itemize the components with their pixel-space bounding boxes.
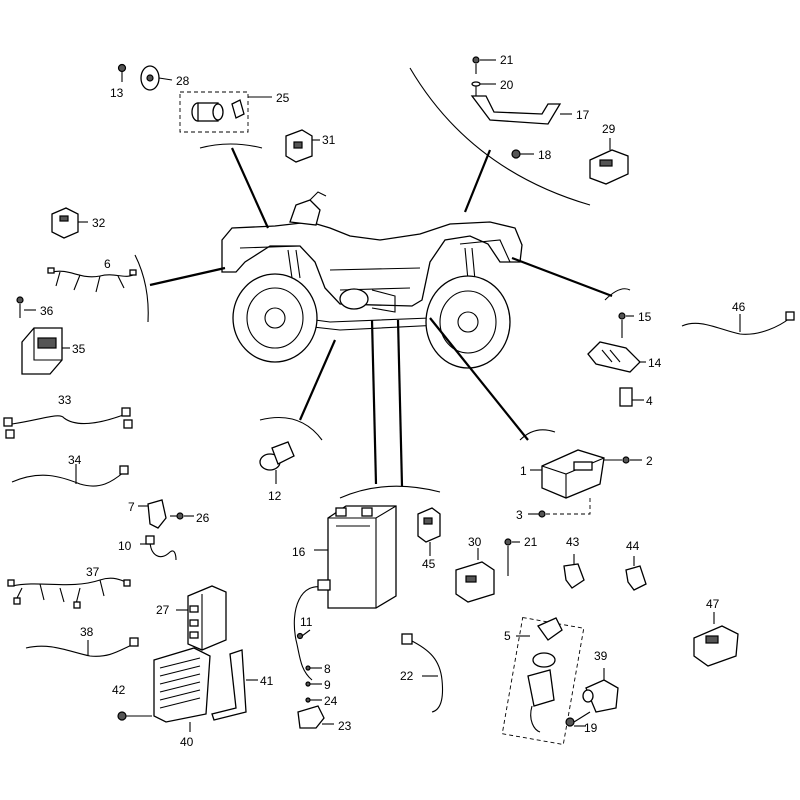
part-26-bolt — [170, 512, 194, 520]
part-11-battery-cable — [293, 579, 331, 681]
label-24: 24 — [324, 694, 338, 708]
label-2: 2 — [646, 454, 653, 468]
label-43: 43 — [566, 535, 580, 549]
label-34: 34 — [68, 453, 82, 467]
part-41-bracket — [211, 649, 258, 721]
label-25: 25 — [276, 91, 290, 105]
part-43-cap — [563, 554, 585, 589]
label-12: 12 — [268, 489, 282, 503]
part-12-switch — [259, 441, 295, 484]
part-3-nut — [528, 510, 546, 518]
part-39-switch — [582, 668, 619, 713]
label-31: 31 — [322, 133, 336, 147]
part-25-bulb-socket — [179, 91, 272, 133]
label-20: 20 — [500, 78, 514, 92]
part-4-connector — [619, 387, 644, 407]
part-13-bolt — [117, 63, 127, 82]
label-14: 14 — [648, 356, 662, 370]
part-42-bolt — [117, 711, 152, 721]
part-10-cable — [140, 535, 177, 561]
label-11: 11 — [300, 615, 313, 629]
label-28: 28 — [176, 74, 190, 88]
part-46-cable — [681, 311, 795, 335]
label-32: 32 — [92, 216, 106, 230]
part-29-module — [589, 138, 629, 185]
part-47-relay — [693, 612, 739, 667]
part-15-bolt — [618, 312, 634, 338]
part-44-cap — [625, 556, 647, 591]
label-10: 10 — [118, 539, 132, 553]
part-7-sensor — [138, 499, 167, 529]
label-38: 38 — [80, 625, 94, 639]
part-34-cable — [11, 464, 129, 487]
label-23: 23 — [338, 719, 352, 733]
part-6-wiring-harness — [47, 267, 137, 293]
part-19-screw — [565, 711, 591, 727]
label-46: 46 — [732, 300, 746, 314]
part-38-cable — [25, 637, 139, 657]
part-16-battery — [314, 505, 397, 609]
part-36-screw — [16, 296, 36, 318]
label-45: 45 — [422, 557, 436, 571]
label-9: 9 — [324, 678, 331, 692]
callout-lines — [134, 67, 631, 499]
label-44: 44 — [626, 539, 640, 553]
label-39: 39 — [594, 649, 608, 663]
label-27: 27 — [156, 603, 170, 617]
part-14-regulator — [587, 341, 646, 373]
part-5-ignition-switch — [501, 616, 585, 746]
part-number-labels: 13 28 25 31 32 6 36 35 33 34 7 26 10 37 … — [40, 53, 746, 749]
part-21-bolt-top — [472, 56, 496, 74]
part-22-cable — [401, 633, 444, 713]
label-41: 41 — [260, 674, 274, 688]
label-6: 6 — [104, 257, 111, 271]
label-21b: 21 — [524, 535, 538, 549]
label-29: 29 — [602, 122, 616, 136]
label-13: 13 — [110, 86, 124, 100]
label-40: 40 — [180, 735, 194, 749]
label-5: 5 — [504, 629, 511, 643]
part-18-nut — [511, 149, 534, 159]
label-22: 22 — [400, 669, 414, 683]
part-33-cable — [3, 407, 133, 439]
part-37-harness — [7, 577, 131, 609]
label-35: 35 — [72, 342, 86, 356]
part-27-module — [176, 585, 227, 651]
part-30-relay — [455, 548, 495, 603]
label-18: 18 — [538, 148, 552, 162]
part-28-grommet — [140, 65, 173, 91]
label-3: 3 — [516, 508, 523, 522]
label-30: 30 — [468, 535, 482, 549]
label-26: 26 — [196, 511, 210, 525]
label-47: 47 — [706, 597, 720, 611]
label-15: 15 — [638, 310, 652, 324]
label-8: 8 — [324, 662, 331, 676]
label-33: 33 — [58, 393, 72, 407]
part-45-relay — [417, 507, 441, 556]
label-21: 21 — [500, 53, 514, 67]
part-stack-8-9-24-23 — [297, 665, 334, 729]
part-32-relay — [51, 207, 88, 239]
label-19: 19 — [584, 721, 598, 735]
part-2-bolt — [622, 456, 642, 464]
part-20-washer — [471, 81, 496, 96]
part-21-bolt-center — [504, 538, 520, 576]
part-40-ecu — [153, 647, 211, 732]
part-31-relay — [285, 129, 320, 163]
label-4: 4 — [646, 394, 653, 408]
part-17-bracket — [470, 95, 572, 125]
label-1: 1 — [520, 464, 527, 478]
label-17: 17 — [576, 108, 590, 122]
part-1-ecu-module — [530, 449, 622, 515]
label-16: 16 — [292, 545, 306, 559]
label-36: 36 — [40, 304, 54, 318]
label-37: 37 — [86, 565, 100, 579]
atv-illustration — [221, 191, 523, 369]
label-42: 42 — [112, 683, 126, 697]
part-35-regulator — [21, 327, 70, 375]
label-7: 7 — [128, 500, 135, 514]
